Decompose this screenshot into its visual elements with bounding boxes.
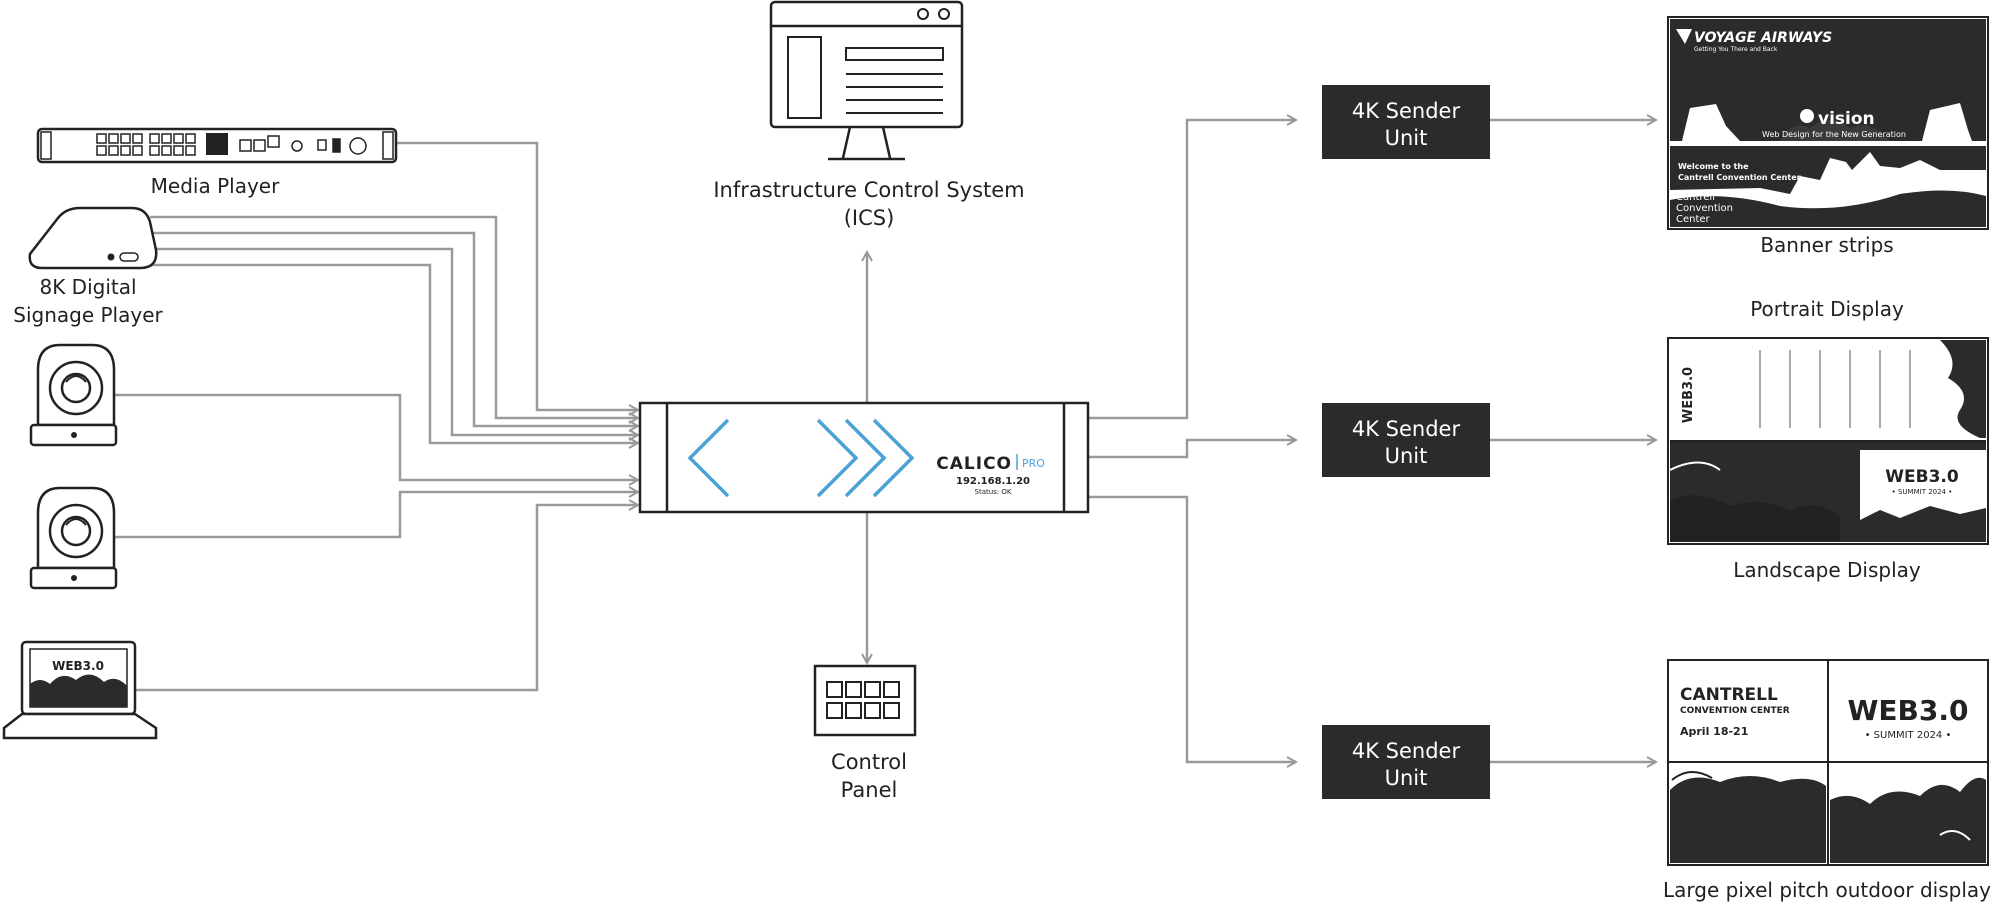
ics-label-line1: Infrastructure Control System	[713, 178, 1024, 202]
signage-player-label-line1: 8K Digital	[39, 275, 136, 299]
signage-player-label-line2: Signage Player	[13, 303, 163, 327]
ptz-camera-2	[29, 486, 118, 590]
control-panel-icon	[813, 664, 917, 737]
portrait-display-label: Portrait Display	[1750, 297, 1904, 321]
input-wires	[115, 141, 638, 692]
sender-unit-1: 4K Sender Unit	[1322, 85, 1490, 159]
banner-venue-line2: Convention	[1676, 203, 1733, 214]
switcher-brand: CALICO	[936, 454, 1012, 474]
sender-unit-2: 4K Sender Unit	[1322, 403, 1490, 477]
sender-unit-3-line2: Unit	[1385, 766, 1428, 790]
banner-venue-line3: Center	[1676, 214, 1711, 225]
outdoor-venue-line2: CONVENTION CENTER	[1680, 706, 1790, 716]
banner-vision-tagline: Web Design for the New Generation	[1762, 130, 1906, 139]
banner-brand-tagline: Getting You There and Back	[1694, 46, 1778, 53]
control-panel-label-line2: Panel	[841, 778, 898, 802]
laptop-screen-logo: WEB3.0	[52, 659, 104, 673]
outdoor-web30-sub: • SUMMIT 2024 •	[1865, 730, 1952, 741]
banner-welcome-line2: Cantrell Convention Center	[1678, 173, 1801, 182]
ptz-camera-1	[29, 343, 118, 447]
switcher-ip: 192.168.1.20	[956, 476, 1030, 487]
sender-unit-2-line2: Unit	[1385, 444, 1428, 468]
banner-brand: VOYAGE AIRWAYS	[1694, 30, 1832, 46]
laptop-device: WEB3.0	[2, 640, 158, 740]
switcher-status: Status: OK	[975, 488, 1012, 496]
media-player-buttons-icon	[96, 133, 367, 156]
ics-monitor-icon	[769, 0, 964, 161]
portrait-landscape-display: WEB3.0 WEB3.0 • SUMMIT 2024 •	[1667, 337, 1989, 545]
landscape-web30-sub: • SUMMIT 2024 •	[1892, 488, 1953, 496]
sender-unit-1-line1: 4K Sender	[1352, 99, 1461, 123]
media-player-device	[36, 127, 398, 164]
banner-welcome-line1: Welcome to the	[1678, 162, 1749, 171]
outdoor-display-label: Large pixel pitch outdoor display	[1663, 878, 1991, 902]
sender-unit-3: 4K Sender Unit	[1322, 725, 1490, 799]
sender-unit-2-line1: 4K Sender	[1352, 417, 1461, 441]
outdoor-web30-logo: WEB3.0	[1848, 694, 1969, 727]
sender-unit-3-line1: 4K Sender	[1352, 739, 1461, 763]
voyage-wing-icon	[1676, 29, 1692, 44]
outdoor-display: CANTRELL CONVENTION CENTER April 18-21 W…	[1667, 659, 1989, 866]
outdoor-dates: April 18-21	[1680, 725, 1748, 738]
control-panel-label-line1: Control	[831, 750, 907, 774]
portrait-web30-logo: WEB3.0	[1681, 367, 1696, 423]
banner-strips-label: Banner strips	[1760, 233, 1893, 257]
landscape-display-label: Landscape Display	[1733, 558, 1921, 582]
sender-unit-1-line2: Unit	[1385, 126, 1428, 150]
chevron-left-icon	[687, 418, 730, 498]
chevron-right-icon	[816, 418, 915, 498]
banner-venue-line1: Cantrell	[1676, 192, 1715, 203]
landscape-web30-logo: WEB3.0	[1885, 467, 1959, 487]
banner-strips-display: VOYAGE AIRWAYS Getting You There and Bac…	[1667, 16, 1989, 230]
banner-vision-logo: vision	[1818, 109, 1875, 129]
output-wires	[1088, 120, 1656, 762]
signage-player-device	[28, 206, 158, 270]
switcher-device: CALICO PRO 192.168.1.20 Status: OK	[638, 401, 1090, 514]
vision-logo-icon	[1800, 109, 1814, 123]
ics-label-line2: (ICS)	[844, 206, 895, 230]
outdoor-venue-line1: CANTRELL	[1680, 685, 1778, 705]
switcher-tier: PRO	[1022, 457, 1045, 470]
media-player-label: Media Player	[151, 174, 280, 198]
